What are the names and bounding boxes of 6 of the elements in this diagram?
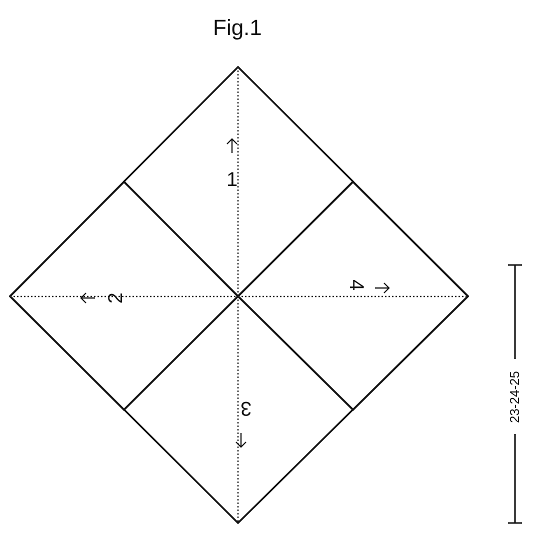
section-number: 4 xyxy=(346,278,366,293)
section-number: 1 xyxy=(225,170,239,190)
figure-title: Fig.1 xyxy=(213,16,262,40)
dimension-label: 23-24-25 xyxy=(508,370,522,424)
section-number: 3 xyxy=(239,398,253,418)
section-number: 2 xyxy=(106,291,126,306)
